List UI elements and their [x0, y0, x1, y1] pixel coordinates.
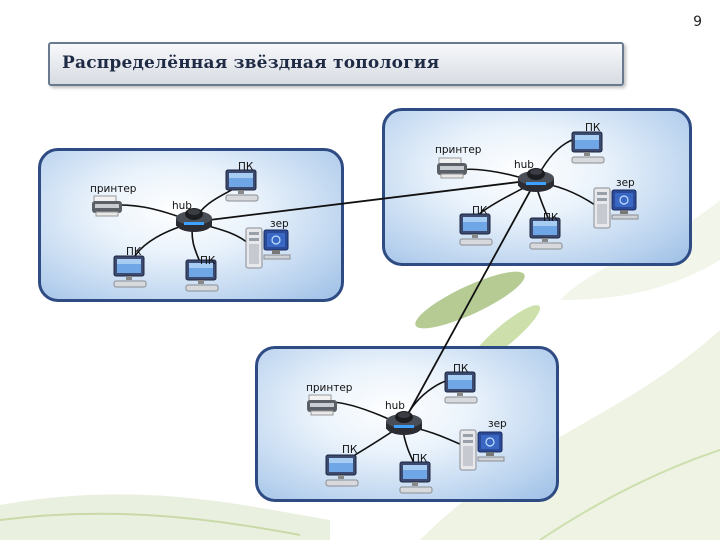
hub-label: hub [385, 400, 405, 412]
pc-label: ПК [412, 453, 428, 465]
pc-label: ПК [342, 444, 358, 456]
hub-label: hub [514, 159, 534, 171]
server-label: зер [270, 218, 289, 230]
pc-label: ПК [453, 363, 469, 375]
pc-label: ПК [200, 255, 216, 267]
pc-label: ПК [126, 246, 142, 258]
hub-label: hub [172, 200, 192, 212]
server-label: зер [616, 177, 635, 189]
page-number: 9 [693, 14, 702, 30]
title-banner: Распределённая звёздная топология [48, 42, 624, 86]
printer-label: принтер [435, 144, 482, 156]
pc-label: ПК [472, 205, 488, 217]
page-title: Распределённая звёздная топология [62, 53, 440, 73]
pc-label: ПК [585, 122, 601, 134]
printer-label: принтер [90, 183, 137, 195]
printer-label: принтер [306, 382, 353, 394]
pc-label: ПК [543, 212, 559, 224]
pc-label: ПК [238, 161, 254, 173]
server-label: зер [488, 418, 507, 430]
